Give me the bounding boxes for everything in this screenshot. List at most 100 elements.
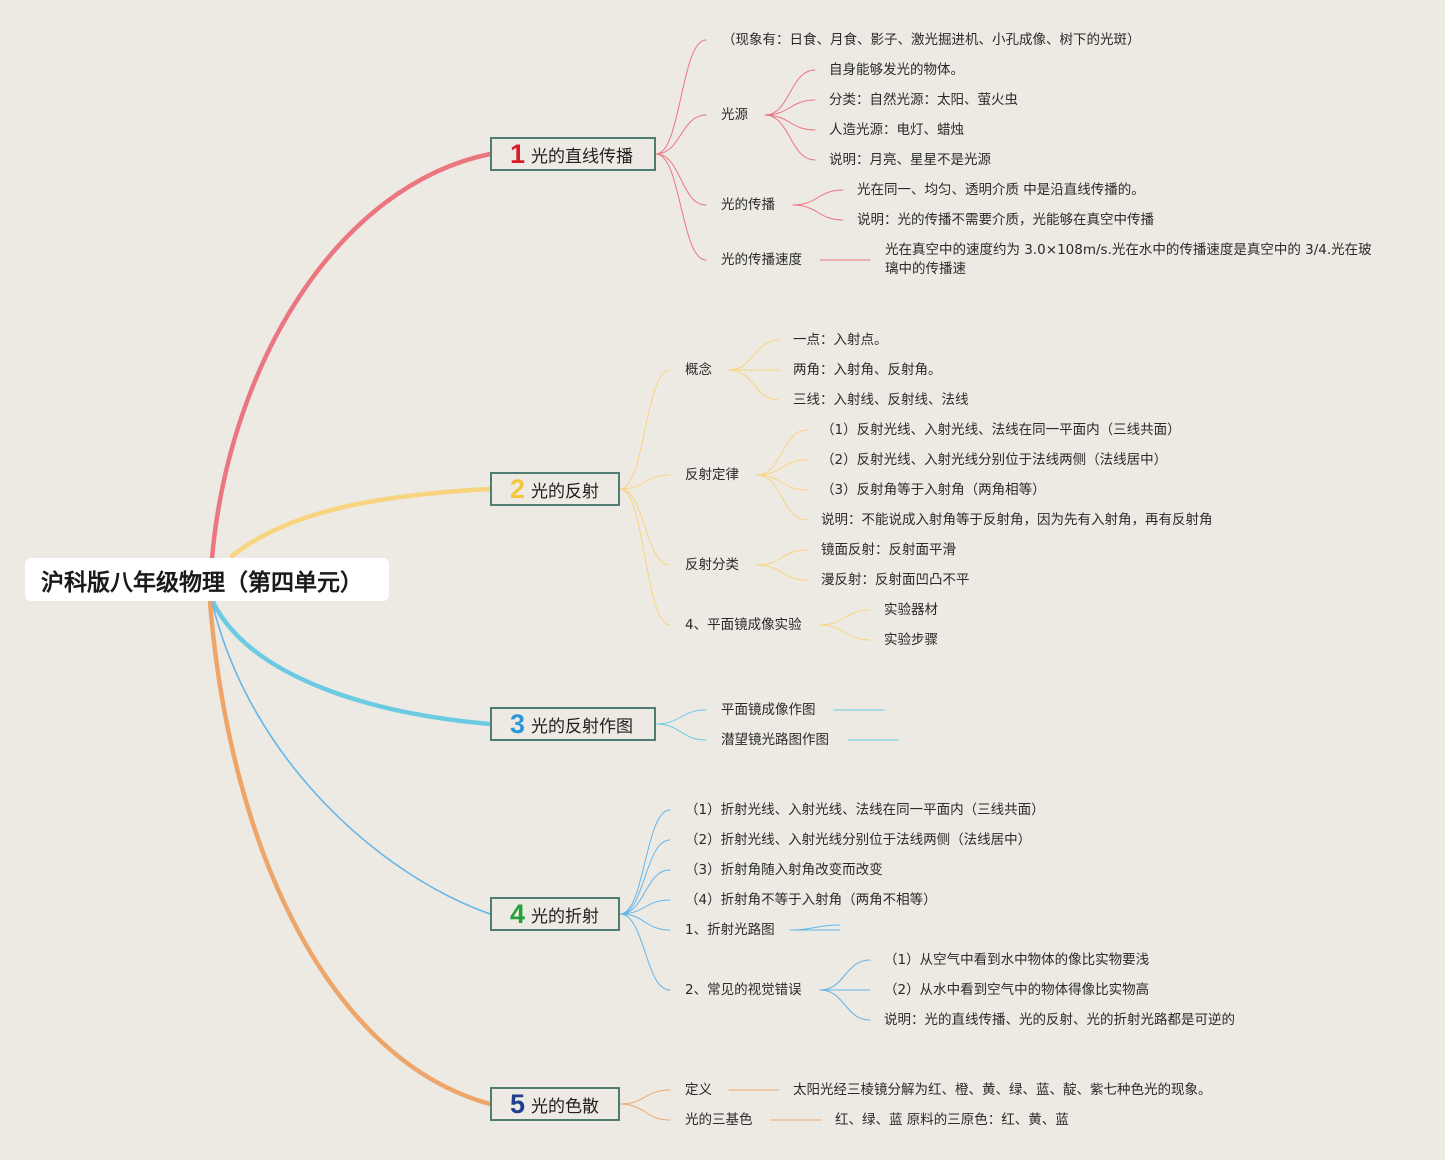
node-primary-colors-text[interactable]: 红、绿、蓝 原料的三原色：红、黄、蓝 xyxy=(835,1112,1069,1128)
node-concept-item[interactable]: 一点：入射点。 xyxy=(793,332,888,348)
node-error-item[interactable]: （1）从空气中看到水中物体的像比实物要浅 xyxy=(884,952,1150,968)
branch-number: 1 xyxy=(510,138,526,169)
connector-line xyxy=(756,564,808,581)
connector-line xyxy=(619,1089,671,1105)
branch-number: 2 xyxy=(510,473,526,504)
node-reflection-law[interactable]: 反射定律 xyxy=(685,467,739,483)
branch-number: 5 xyxy=(510,1088,526,1119)
connector-line xyxy=(764,114,816,161)
connector-line xyxy=(819,959,871,991)
node-concept-item[interactable]: 两角：入射角、反射角。 xyxy=(793,362,942,378)
connector-line xyxy=(655,723,707,741)
connector-line xyxy=(619,839,671,915)
node-speed[interactable]: 光的传播速度 xyxy=(721,252,802,268)
connector-line xyxy=(619,913,671,991)
node-propagation-item[interactable]: 说明：光的传播不需要介质，光能够在真空中传播 xyxy=(857,212,1154,228)
node-concept-item[interactable]: 三线：入射线、反射线、法线 xyxy=(793,392,969,408)
node-refraction-path[interactable]: 1、折射光路图 xyxy=(685,922,775,938)
node-source-item[interactable]: 人造光源：电灯、蜡烛 xyxy=(829,122,964,138)
connector-line xyxy=(619,1103,671,1121)
node-definition[interactable]: 定义 xyxy=(685,1082,712,1098)
connector-line xyxy=(819,609,871,626)
connector-line xyxy=(764,99,816,116)
main-connector-3 xyxy=(209,597,493,727)
node-source-item[interactable]: 分类：自然光源：太阳、萤火虫 xyxy=(829,92,1018,108)
connector-line xyxy=(655,39,707,155)
node-law-item[interactable]: （1）反射光线、入射光线、法线在同一平面内（三线共面） xyxy=(821,422,1181,438)
connector-line xyxy=(619,899,671,915)
branch-label: 光的反射 xyxy=(531,481,600,502)
node-kind-item[interactable]: 漫反射：反射面凹凸不平 xyxy=(821,572,970,588)
main-connector-4 xyxy=(211,601,491,915)
node-drawing-item[interactable]: 平面镜成像作图 xyxy=(721,702,816,718)
root-topic[interactable]: 沪科版八年级物理（第四单元） xyxy=(25,558,389,601)
branch-refraction[interactable]: 4 光的折射 xyxy=(490,897,620,931)
connector-line xyxy=(764,114,816,131)
node-refraction-item[interactable]: （4）折射角不等于入射角（两角不相等） xyxy=(685,892,937,908)
branch-label: 光的直线传播 xyxy=(531,146,634,167)
node-source-item[interactable]: 说明：月亮、星星不是光源 xyxy=(829,152,991,168)
node-primary-colors[interactable]: 光的三基色 xyxy=(685,1112,753,1128)
node-propagation-item[interactable]: 光在同一、均匀、透明介质 中是沿直线传播的。 xyxy=(857,182,1145,198)
node-phenomena[interactable]: （现象有：日食、月食、影子、激光掘进机、小孔成像、树下的光斑） xyxy=(722,32,1141,48)
node-law-item[interactable]: （2）反射光线、入射光线分别位于法线两侧（法线居中） xyxy=(821,452,1168,468)
main-connector-1 xyxy=(209,151,493,561)
connector-line xyxy=(619,474,671,490)
branch-number: 4 xyxy=(510,898,526,929)
connector-line xyxy=(619,809,671,915)
connector-line xyxy=(756,474,808,521)
connector-line xyxy=(728,339,780,371)
connector-line xyxy=(756,474,808,491)
root-title: 沪科版八年级物理（第四单元） xyxy=(41,569,363,596)
node-kind-item[interactable]: 镜面反射：反射面平滑 xyxy=(821,542,956,558)
node-law-item[interactable]: （3）反射角等于入射角（两角相等） xyxy=(821,482,1046,498)
node-concept[interactable]: 概念 xyxy=(685,362,712,378)
node-source-item[interactable]: 自身能够发光的物体。 xyxy=(829,62,964,78)
connector-line xyxy=(756,549,808,566)
main-connector-5 xyxy=(207,599,493,1107)
branch-dispersion[interactable]: 5 光的色散 xyxy=(490,1087,620,1121)
connector-line xyxy=(789,924,841,931)
node-refraction-item[interactable]: （3）折射角随入射角改变而改变 xyxy=(685,862,883,878)
connector-line xyxy=(819,989,871,1021)
connector-line xyxy=(655,153,707,261)
connector-line xyxy=(619,488,671,566)
branch-straight-propagation[interactable]: 1 光的直线传播 xyxy=(490,137,656,171)
connector-line xyxy=(655,153,707,206)
node-experiment-item[interactable]: 实验器材 xyxy=(884,602,938,618)
connector-line xyxy=(819,624,871,641)
node-law-item[interactable]: 说明：不能说成入射角等于反射角，因为先有入射角，再有反射角 xyxy=(821,512,1213,528)
node-speed-text[interactable]: 光在真空中的速度约为 3.0×108m/s.光在水中的传播速度是真空中的 3/4… xyxy=(885,242,1372,277)
node-experiment-item[interactable]: 实验步骤 xyxy=(884,632,938,648)
node-refraction-item[interactable]: （2）折射光线、入射光线分别位于法线两侧（法线居中） xyxy=(685,832,1032,848)
node-error-item[interactable]: （2）从水中看到空气中的物体得像比实物高 xyxy=(884,982,1150,998)
connector-line xyxy=(619,913,671,931)
connector-line xyxy=(619,488,671,626)
node-definition-text[interactable]: 太阳光经三棱镜分解为红、橙、黄、绿、蓝、靛、紫七种色光的现象。 xyxy=(793,1082,1212,1098)
branch-reflection-drawing[interactable]: 3 光的反射作图 xyxy=(490,707,656,741)
branch-reflection[interactable]: 2 光的反射 xyxy=(490,472,620,506)
main-connector-2 xyxy=(229,486,493,559)
connector-line xyxy=(792,189,844,206)
connector-line xyxy=(619,369,671,490)
node-refraction-item[interactable]: （1）折射光线、入射光线、法线在同一平面内（三线共面） xyxy=(685,802,1045,818)
node-error-item[interactable]: 说明：光的直线传播、光的反射、光的折射光路都是可逆的 xyxy=(884,1012,1235,1028)
connector-line xyxy=(756,459,808,476)
branch-label: 光的色散 xyxy=(531,1096,600,1117)
connector-line xyxy=(655,709,707,725)
connector-line xyxy=(619,869,671,915)
connector-line xyxy=(728,369,780,401)
connector-line xyxy=(764,69,816,116)
node-mirror-experiment[interactable]: 4、平面镜成像实验 xyxy=(685,617,802,633)
node-reflection-kind[interactable]: 反射分类 xyxy=(685,557,739,573)
branch-number: 3 xyxy=(510,708,526,739)
branch-label: 光的折射 xyxy=(531,906,600,927)
branch-label: 光的反射作图 xyxy=(531,716,634,737)
node-propagation[interactable]: 光的传播 xyxy=(721,197,775,213)
node-light-source[interactable]: 光源 xyxy=(721,107,748,123)
connector-line xyxy=(655,114,707,155)
node-drawing-item[interactable]: 潜望镜光路图作图 xyxy=(721,732,829,748)
connector-line xyxy=(792,204,844,221)
node-visual-error[interactable]: 2、常见的视觉错误 xyxy=(685,982,802,998)
